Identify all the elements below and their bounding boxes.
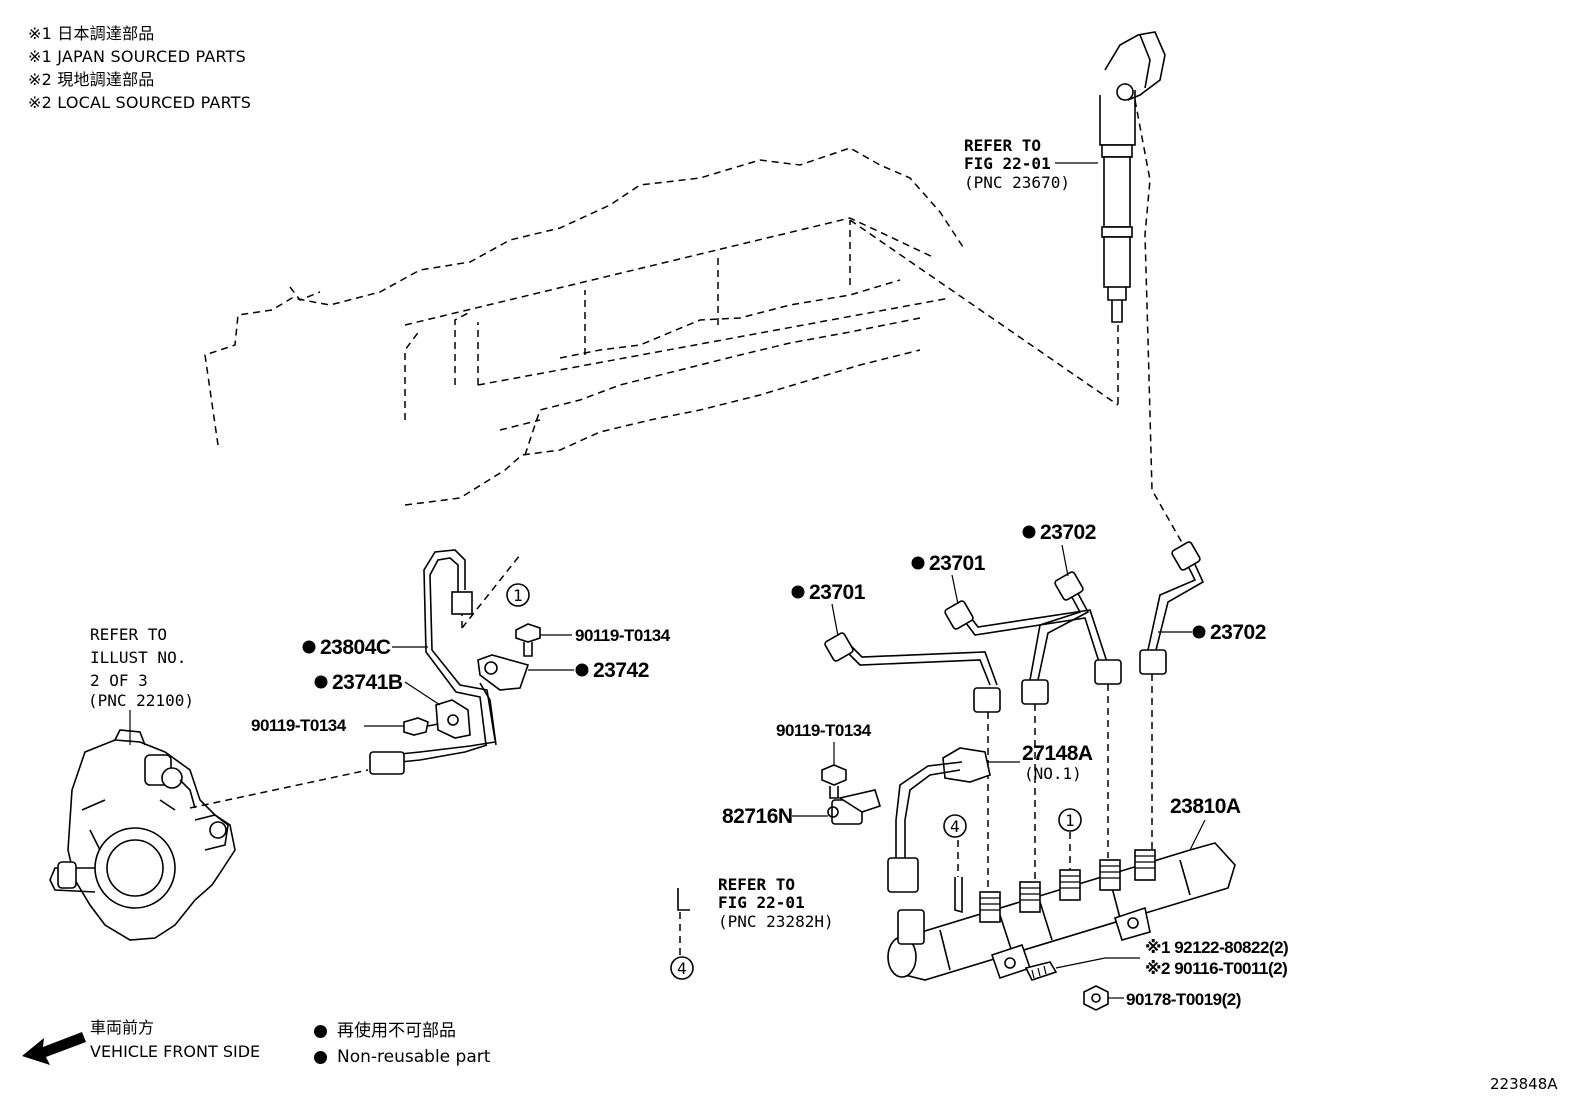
label-92122: ※1 92122-80822(2) [1145,938,1288,957]
label-90119-left: 90119-T0134 [251,716,347,735]
callout-4-rail: 4 [950,817,960,836]
note-1-jp: ※1 日本調達部品 [28,24,155,43]
label-23742: 23742 [593,659,649,682]
vehicle-front-arrow [22,1032,86,1065]
label-90178: 90178-T0019(2) [1126,990,1241,1009]
note-2-jp: ※2 現地調達部品 [28,70,155,89]
note-1-en: ※1 JAPAN SOURCED PARTS [28,47,247,66]
legend: 再使用不可部品 Non-reusable part [314,1018,490,1070]
injector-ref-line3: (PNC 23670) [964,173,1070,192]
label-27148A: 27148A [1022,742,1093,765]
rail-refer-label: REFER TO FIG 22-01 (PNC 23282H) [677,875,834,955]
note-2-en: ※2 LOCAL SOURCED PARTS [28,93,252,112]
injector-ref-line1: REFER TO [964,136,1041,155]
injection-pipes [824,541,1205,890]
non-reusable-dot-icon [314,1024,327,1038]
pump-ref-line3: 2 OF 3 [90,671,148,690]
label-90119-upper: 90119-T0134 [575,626,671,645]
rail-ref-line2: FIG 22-01 [718,893,805,912]
callout-1-upper: 1 [513,586,523,605]
legend-row-en: Non-reusable part [314,1044,490,1070]
engine-head-outline [204,147,1119,506]
vehicle-front-label: 車両前方 VEHICLE FRONT SIDE [90,1016,260,1064]
sourcing-notes: ※1 日本調達部品 ※1 JAPAN SOURCED PARTS ※2 現地調達… [28,22,251,114]
injector-ref-line2: FIG 22-01 [964,154,1051,173]
label-23701-mid: 23701 [929,552,986,575]
pump-ref-line1: REFER TO [90,625,167,644]
rail-ref-line3: (PNC 23282H) [718,912,834,931]
callout-circles: 1 1 4 4 [506,583,1082,980]
pump-refer-label: REFER TO ILLUST NO. 2 OF 3 (PNC 22100) [88,625,194,745]
legend-jp: 再使用不可部品 [337,1021,456,1041]
bracket-23742 [477,623,541,691]
injector-refer-label: REFER TO FIG 22-01 (PNC 23670) [964,136,1098,192]
label-90116: ※2 90116-T0011(2) [1145,959,1287,978]
pump-ref-line2: ILLUST NO. [90,648,186,667]
common-rail [887,840,1236,1011]
label-23810A: 23810A [1170,795,1241,818]
label-23741B: 23741B [332,671,403,694]
supply-pump [49,729,369,941]
label-23702-top: 23702 [1040,521,1096,544]
label-82716N: 82716N [722,805,793,828]
injector [1099,31,1186,549]
label-90119-right: 90119-T0134 [776,721,872,740]
part-labels: 23804C 23741B 90119-T0134 90119-T0134 23… [251,521,1289,1009]
label-23701-left: 23701 [809,581,866,604]
callout-4-lower: 4 [677,959,687,978]
rail-pressure-sensor-harness [821,747,991,893]
pipe-23804C [369,549,521,775]
pump-ref-line4: (PNC 22100) [88,691,194,710]
rail-ref-line1: REFER TO [718,875,795,894]
clamp-23741B [403,699,471,739]
label-23702-right: 23702 [1210,621,1266,644]
legend-en: Non-reusable part [337,1047,491,1067]
label-23804C: 23804C [320,636,391,659]
vehicle-front-en: VEHICLE FRONT SIDE [90,1042,261,1061]
non-reusable-dot-icon [314,1050,327,1064]
figure-number: 223848A [1490,1075,1558,1093]
vehicle-front-jp: 車両前方 [90,1018,155,1037]
legend-row-jp: 再使用不可部品 [314,1018,490,1044]
label-27148A-sub: (NO.1) [1024,764,1082,783]
callout-1-rail: 1 [1065,811,1075,830]
